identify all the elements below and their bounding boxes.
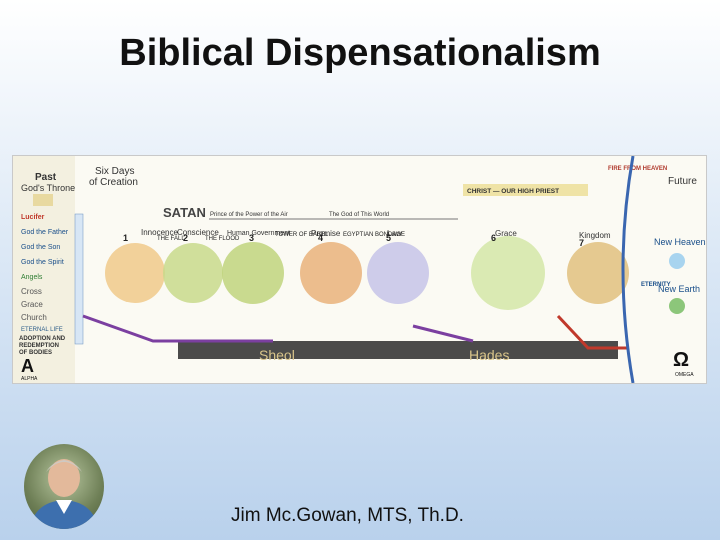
government-circle [222, 242, 284, 304]
event-flood: THE FLOOD [205, 236, 240, 242]
new-earth-icon [669, 298, 685, 314]
dispensation-2-num: 2 [183, 233, 188, 243]
omega-icon: Ω [673, 349, 689, 371]
event-babel: TOWER OF BABEL [275, 232, 329, 238]
angels-label: Angels [21, 274, 43, 281]
conscience-circle [163, 243, 223, 303]
left-divider [74, 213, 84, 345]
gods-throne-label: God's Throne [21, 183, 75, 193]
presenter-name: Jim Mc.Gowan, MTS, Th.D. [231, 505, 464, 526]
lower-bar [178, 341, 618, 359]
presenter-photo [24, 444, 104, 529]
dispensation-3-num: 3 [249, 233, 254, 243]
dispensation-7-name: Kingdom [579, 231, 611, 240]
fire-from-heaven-label: FIRE FROM HEAVEN [608, 166, 667, 172]
dispensation-4-num: 4 [318, 233, 323, 243]
eternal-life-label: ETERNAL LIFE [21, 327, 63, 333]
dispensation-1-name: Innocence [141, 228, 178, 237]
right-flow [556, 314, 628, 350]
cross-label: Cross [21, 287, 42, 296]
new-heavens-icon [669, 253, 685, 269]
future-label: Future [668, 176, 697, 187]
church-label: Church [21, 313, 47, 322]
adoption-line3: OF BODIES [19, 350, 52, 356]
dispensation-6-num: 6 [491, 233, 496, 243]
six-days-label: Six Days [95, 166, 134, 177]
law-circle [367, 242, 429, 304]
christ-banner: CHRIST — OUR HIGH PRIEST [467, 188, 559, 195]
dispensation-3-name: Human Government [227, 230, 290, 237]
eternity-label: ETERNITY [641, 282, 671, 288]
satan-label: SATAN [163, 205, 206, 220]
left-panel [13, 156, 75, 383]
hades-label: Hades [469, 347, 509, 363]
of-creation-label: of Creation [89, 177, 138, 188]
past-label: Past [35, 172, 57, 183]
alpha-icon: A [21, 356, 34, 376]
kingdom-circle [567, 242, 629, 304]
god-of-world-text: The God of This World [329, 212, 389, 218]
lucifer-label: Lucifer [21, 214, 45, 221]
eternity-arc [621, 156, 635, 383]
dispensation-2-name: Conscience [177, 228, 219, 237]
promise-circle [300, 242, 362, 304]
adoption-line2: REDEMPTION [19, 343, 59, 349]
omega-label: OMEGA [675, 372, 694, 378]
dispensation-1-num: 1 [123, 233, 128, 243]
dispensation-4-name: Promise [311, 229, 341, 238]
adoption-line1: ADOPTION AND [19, 336, 66, 342]
left-flow [82, 314, 273, 343]
new-heavens-label: New Heavens [654, 237, 706, 247]
slide-title: Biblical Dispensationalism [119, 32, 601, 74]
innocence-circle [105, 243, 165, 303]
god-father-label: God the Father [21, 229, 69, 236]
alpha-label: ALPHA [21, 376, 38, 382]
throne-icon [33, 194, 53, 206]
christ-banner-bg [463, 184, 588, 196]
event-egypt: EGYPTIAN BONDAGE [343, 232, 405, 238]
event-fall: THE FALL [157, 236, 185, 242]
dispensation-5-num: 5 [386, 233, 391, 243]
grace-label: Grace [21, 300, 43, 309]
sheol-label: Sheol [259, 347, 295, 363]
chart-graphic: Past God's Throne Lucifer God the Father… [13, 156, 706, 383]
dispensation-7-num: 7 [579, 238, 584, 248]
satan-banner-text: Prince of the Power of the Air [210, 212, 288, 218]
dispensation-5-name: Law [387, 229, 402, 238]
god-son-label: God the Son [21, 244, 60, 251]
presenter-portrait [30, 459, 98, 529]
new-earth-label: New Earth [658, 284, 700, 294]
mid-flow [412, 324, 474, 343]
dispensation-6-name: Grace [495, 229, 517, 238]
dispensation-chart: Past God's Throne Lucifer God the Father… [12, 155, 707, 384]
god-spirit-label: God the Spirit [21, 259, 64, 266]
grace-circle [471, 236, 545, 310]
